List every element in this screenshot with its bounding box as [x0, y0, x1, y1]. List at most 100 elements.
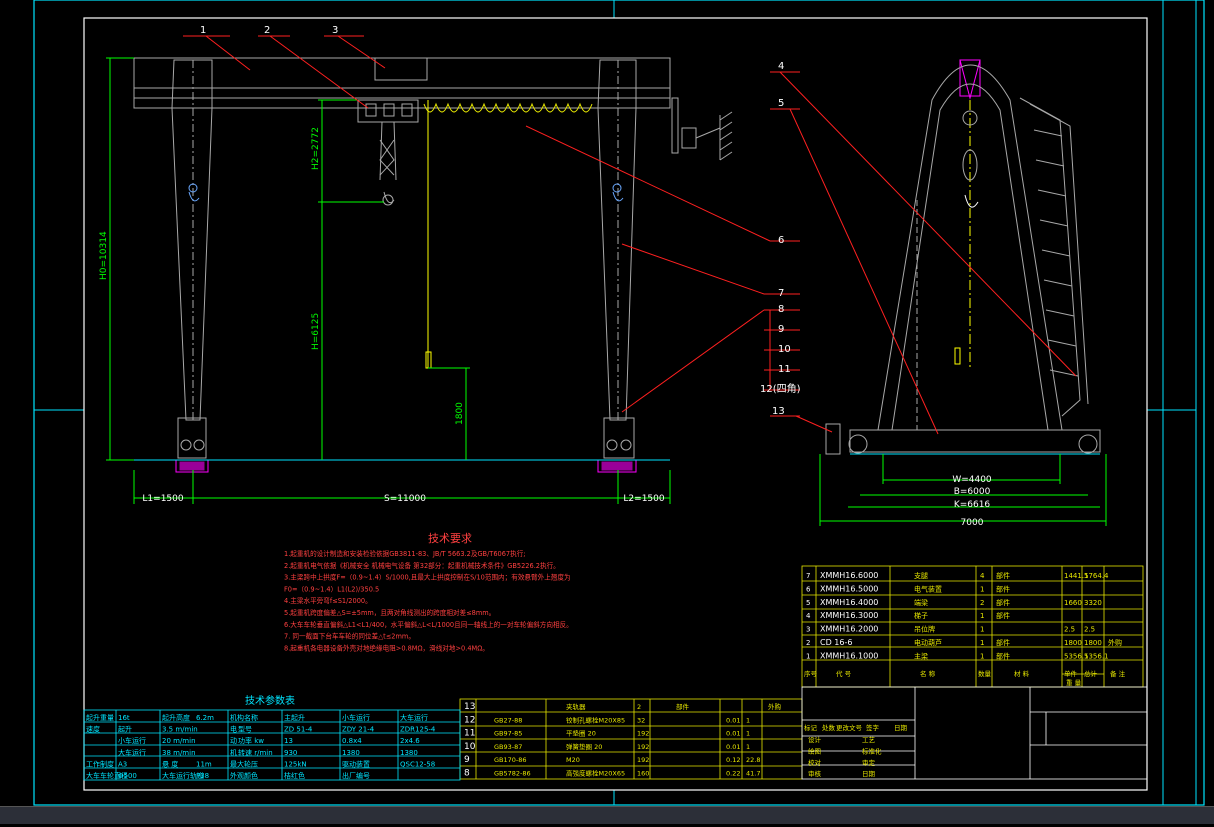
- params-cell: 驱动装置: [342, 759, 370, 768]
- main-beam: [133, 57, 671, 89]
- parts-lower-cell: 13: [464, 702, 475, 712]
- parts-lower-cell: 夹轨器: [566, 702, 586, 711]
- parts-upper-cell: 主梁: [914, 651, 928, 660]
- callout-6: 6: [778, 235, 784, 246]
- title-block-label: 绘图: [808, 746, 821, 755]
- parts-upper-cell: 1800: [1084, 639, 1102, 647]
- hook-block: [382, 194, 394, 206]
- parts-upper-cell: 1: [980, 626, 984, 634]
- params-cell: 大车运行: [400, 713, 428, 722]
- params-cell: ZD 51-4: [284, 726, 313, 734]
- parts-upper-cell: 2.5: [1084, 626, 1095, 634]
- parts-upper-cell: 1: [980, 639, 984, 647]
- title-block-label: 校对: [808, 758, 822, 767]
- dim-total: 7000: [961, 518, 984, 528]
- params-cell: 16t: [118, 714, 130, 722]
- parts-upper-cell: 1660: [1064, 599, 1082, 607]
- tech-req-line: F0=（0.9~1.4）L1(L2)/350.5: [284, 585, 379, 593]
- parts-upper-cell: XMMH16.2000: [820, 625, 878, 634]
- title-block-header: 签字: [866, 723, 880, 732]
- parts-header-cell: 数量: [978, 669, 992, 678]
- parts-lower-cell: 32: [637, 716, 645, 724]
- parts-lower-cell: 9: [464, 755, 470, 765]
- parts-lower-cell: 1: [746, 716, 750, 724]
- parts-lower-cell: 192: [637, 730, 649, 738]
- parts-upper-cell: CD 16-6: [820, 638, 852, 647]
- parts-upper-cell: 2: [806, 639, 810, 647]
- parts-table-upper-grid: [801, 565, 1144, 688]
- sheet-border: [33, 0, 1205, 806]
- title-block-label: 工艺: [862, 736, 876, 744]
- parts-upper-cell: XMMH16.4000: [820, 598, 878, 607]
- parts-upper-cell: 5356.1: [1084, 652, 1109, 660]
- params-cell: 工作制度: [86, 759, 114, 768]
- parts-lower-cell: 0.12: [726, 756, 740, 764]
- params-cell: 电: [230, 725, 237, 734]
- params-cell: 125kN: [284, 760, 307, 768]
- parts-lower-cell: 0.01: [726, 716, 740, 724]
- hoist-trolley: [357, 99, 419, 123]
- parts-upper-cell: 1: [980, 652, 984, 660]
- title-block-label: 标准化: [862, 746, 882, 755]
- params-cell: 13: [284, 737, 293, 745]
- side-leg-inner: [891, 83, 1049, 431]
- params-cell: A3: [118, 760, 127, 768]
- parts-lower-cell: 高强度螺栓M20X65: [566, 769, 625, 778]
- parts-header-cell: 总计: [1084, 669, 1098, 678]
- params-cell: 20 m/min: [162, 737, 196, 745]
- parts-lower-cell: 11: [464, 729, 475, 739]
- callout-3: 3: [332, 25, 338, 36]
- parts-header-cell: 代 号: [836, 669, 852, 678]
- params-title: 技术参数表: [245, 694, 295, 707]
- left-leg: [171, 59, 213, 421]
- parts-header-cell: 序号: [804, 669, 818, 678]
- params-cell: 速度: [86, 725, 100, 734]
- right-wheel-box: [603, 417, 635, 459]
- params-cell: 功率 kw: [238, 736, 264, 745]
- params-cell: 6.2m: [196, 714, 214, 722]
- params-cell: 930: [284, 749, 297, 757]
- callout-12: 12(四角): [760, 383, 801, 395]
- tech-req-title: 技术要求: [428, 532, 472, 545]
- parts-upper-cell: 部件: [996, 651, 1010, 660]
- dim-span: S=11000: [384, 494, 426, 504]
- parts-upper-cell: 1: [980, 612, 984, 620]
- parts-lower-cell: 1: [746, 743, 750, 751]
- params-cell: 机: [230, 748, 237, 757]
- parts-upper-cell: XMMH16.5000: [820, 584, 878, 593]
- parts-lower-cell: 12: [464, 715, 475, 725]
- parts-upper-cell: 6: [806, 585, 811, 593]
- params-cell: 出厂编号: [342, 771, 370, 780]
- parts-lower-cell: 2: [637, 703, 641, 711]
- parts-upper-cell: 1: [806, 652, 810, 660]
- params-cell: ZDR125-4: [400, 726, 436, 734]
- params-cell: 大车车轮直径: [86, 771, 128, 780]
- front-dimensions: [106, 57, 671, 504]
- title-block-label: 设计: [808, 735, 822, 744]
- parts-upper-cell: 5764.4: [1084, 572, 1109, 580]
- parts-lower-cell: GB170-86: [494, 756, 527, 764]
- params-cell: 动: [230, 736, 237, 745]
- parts-upper-cell: 7: [806, 572, 810, 580]
- parts-header-cell: 材 料: [1014, 669, 1030, 678]
- dim-h: H=6125: [311, 313, 321, 350]
- dim-l1: L1=1500: [142, 494, 183, 504]
- side-wheel-left: [848, 434, 868, 454]
- callout-1: 1: [200, 25, 206, 36]
- parts-upper-cell: 梯子: [914, 611, 928, 620]
- params-cell: 外观颜色: [230, 771, 258, 780]
- parts-lower-cell: 平垫圈 20: [566, 729, 596, 738]
- rail-magenta: [175, 59, 981, 473]
- params-cell: 悬 度: [162, 759, 178, 768]
- right-leg: [597, 59, 637, 421]
- callout-5: 5: [778, 98, 784, 109]
- dim-h0: H0=10314: [99, 231, 109, 280]
- title-block-header: 更改文号: [836, 723, 863, 732]
- parts-lower-cell: 弹簧垫圈 20: [566, 742, 602, 751]
- tech-req-line: 3.主梁跨中上拱度F=（0.9~1.4）S/1000,且最大上拱度控制在S/10…: [284, 573, 571, 582]
- params-cell: 起升: [118, 725, 132, 734]
- params-cell: 大车运行轨道: [162, 771, 204, 780]
- parts-lower-cell: GB93-87: [494, 743, 522, 751]
